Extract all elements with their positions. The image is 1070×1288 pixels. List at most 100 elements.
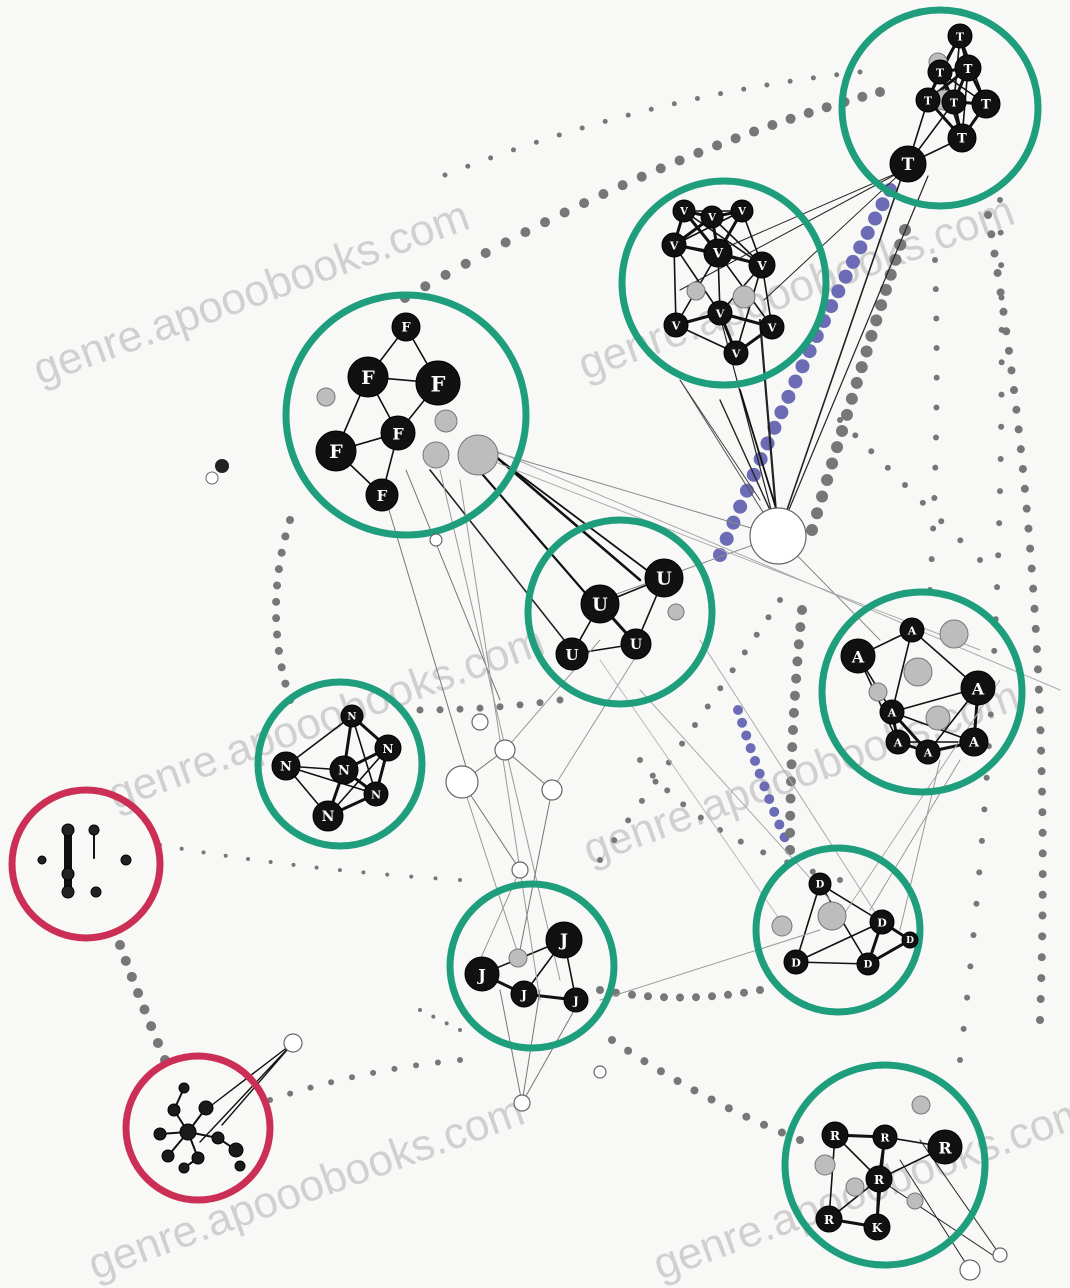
intra-edge (683, 210, 763, 266)
node-r (927, 1129, 963, 1165)
link-dot (520, 227, 531, 238)
link-dot (409, 874, 414, 879)
long-edge (679, 169, 905, 291)
outlier-node (61, 867, 75, 881)
link-dot (739, 483, 754, 498)
link-dot (765, 614, 772, 621)
node-t (947, 23, 973, 49)
link-dot (1020, 484, 1029, 493)
intra-edge (795, 883, 821, 963)
link-dot (777, 1128, 786, 1137)
long-edge (461, 781, 521, 961)
node-n (271, 751, 301, 781)
link-dot (938, 518, 945, 525)
link-dot (928, 556, 935, 563)
link-dot (803, 107, 814, 118)
link-dot (845, 392, 858, 405)
link-dot (272, 614, 281, 623)
link-dot (785, 113, 796, 124)
link-dot (671, 101, 677, 107)
node-label: D (877, 917, 887, 930)
node-n (374, 734, 402, 762)
link-dot (1026, 544, 1035, 553)
node-t (889, 145, 927, 183)
link-dot (1038, 787, 1047, 796)
link-dot (724, 990, 732, 999)
link-dot (457, 1057, 463, 1063)
outlier-node (234, 1160, 246, 1172)
link-dot (1024, 524, 1033, 533)
node-label: D (906, 936, 914, 946)
node-u (580, 584, 620, 624)
node-label: V (671, 320, 681, 333)
link-dot (431, 1014, 436, 1019)
link-dot (816, 490, 829, 503)
link-dot (933, 315, 940, 322)
link-dot (791, 673, 802, 684)
node-a (840, 638, 876, 674)
node-label: V (715, 308, 725, 321)
node-n (363, 781, 389, 807)
link-dot (1009, 386, 1018, 395)
link-dot (792, 656, 803, 667)
node-label: F (361, 367, 375, 389)
link-dot (361, 870, 366, 875)
gray-node (903, 657, 933, 687)
link-dot (932, 434, 939, 441)
long-edge (879, 1179, 1001, 1261)
link-dot (272, 597, 281, 606)
link-dot (370, 1069, 377, 1076)
outlier-node (153, 1127, 167, 1141)
link-dot (458, 1028, 462, 1032)
node-u (555, 637, 589, 671)
link-dot (413, 1062, 420, 1069)
link-dot (724, 1104, 733, 1113)
outlier-node (88, 824, 100, 836)
long-edge (739, 389, 776, 506)
link-dot (201, 850, 206, 855)
link-dot (999, 307, 1008, 316)
link-dot (1038, 870, 1047, 879)
link-dot (737, 838, 744, 845)
link-dot (787, 742, 798, 753)
link-dot (987, 711, 994, 718)
node-t (947, 123, 977, 153)
long-edge (599, 535, 779, 601)
link-dot (834, 72, 840, 78)
long-edge (719, 399, 771, 511)
outlier-node (161, 1149, 175, 1163)
node-t (927, 59, 953, 85)
link-dot (970, 932, 977, 939)
link-dot (391, 1065, 398, 1072)
link-dot (764, 794, 775, 805)
link-dot (268, 860, 273, 865)
link-dot (781, 389, 796, 404)
node-label: U (592, 595, 608, 616)
link-dot (1038, 890, 1047, 899)
connector-node (992, 1247, 1008, 1263)
link-dot (931, 495, 938, 502)
node-j (563, 987, 589, 1013)
link-dot (717, 685, 724, 692)
intra-edge (795, 921, 883, 963)
link-dot (1022, 504, 1031, 513)
node-n (312, 800, 344, 832)
link-dot (987, 230, 996, 239)
outlier-node (198, 1100, 214, 1116)
link-dot (884, 464, 891, 471)
node-label: U (630, 637, 642, 653)
link-dot (749, 126, 760, 137)
long-edge (763, 169, 905, 301)
outlier-node (191, 1151, 205, 1165)
link-dot (994, 584, 1001, 591)
link-dot (809, 868, 816, 875)
link-dot (556, 132, 562, 138)
link-dot (704, 703, 711, 710)
stray-node (215, 459, 229, 473)
community-ring-n (254, 678, 426, 850)
node-label: U (656, 569, 672, 590)
link-dot (500, 237, 511, 248)
link-dot (1012, 405, 1021, 414)
link-dot (120, 955, 131, 966)
node-label: F (329, 441, 343, 463)
